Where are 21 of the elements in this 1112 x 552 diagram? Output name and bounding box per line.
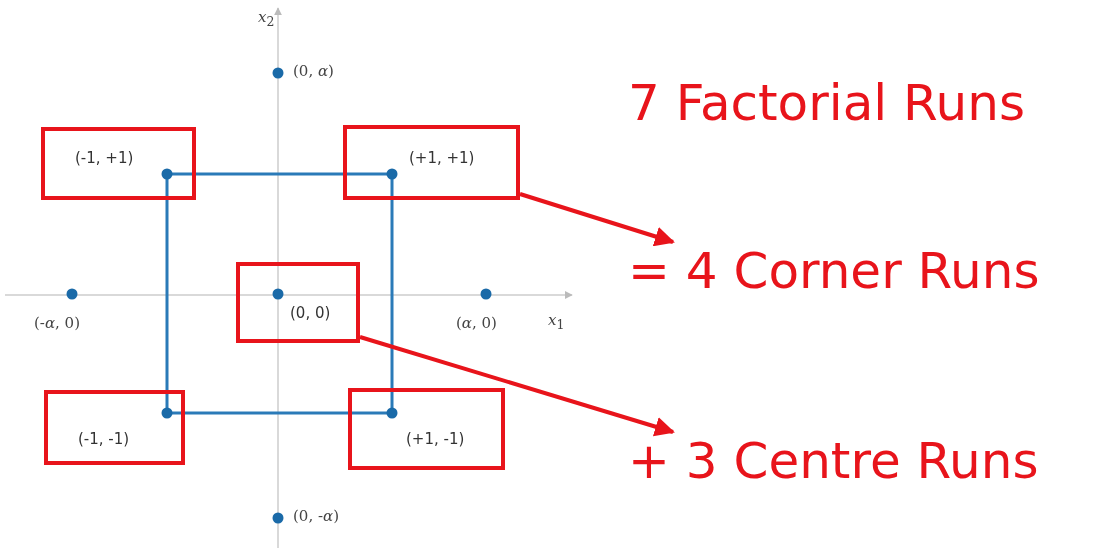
highlight-box [41,127,196,200]
highlight-box [348,388,505,470]
coordinate-label: (0, α) [293,62,334,80]
arrow [519,192,675,247]
coordinate-label: (-1, -1) [78,430,130,448]
summary-text: 7 Factorial Runs [628,78,1025,128]
coordinate-label: (α, 0) [456,314,497,332]
highlight-box [44,390,185,465]
coordinate-label: (0, 0) [290,304,331,322]
highlight-box [236,262,360,343]
coordinate-label: (+1, +1) [409,149,475,167]
summary-text: + 3 Centre Runs [628,436,1039,486]
summary-text: = 4 Corner Runs [628,246,1040,296]
axis-label: x$_{2}$ [258,8,275,29]
highlight-box [343,125,520,200]
coordinate-label: (-1, +1) [75,149,134,167]
coordinate-label: (-α, 0) [34,314,80,332]
coordinate-label: (0, -α) [293,507,339,525]
axis-label: x$_{1}$ [548,311,565,332]
coordinate-label: (+1, -1) [406,430,465,448]
arrow [359,335,675,437]
